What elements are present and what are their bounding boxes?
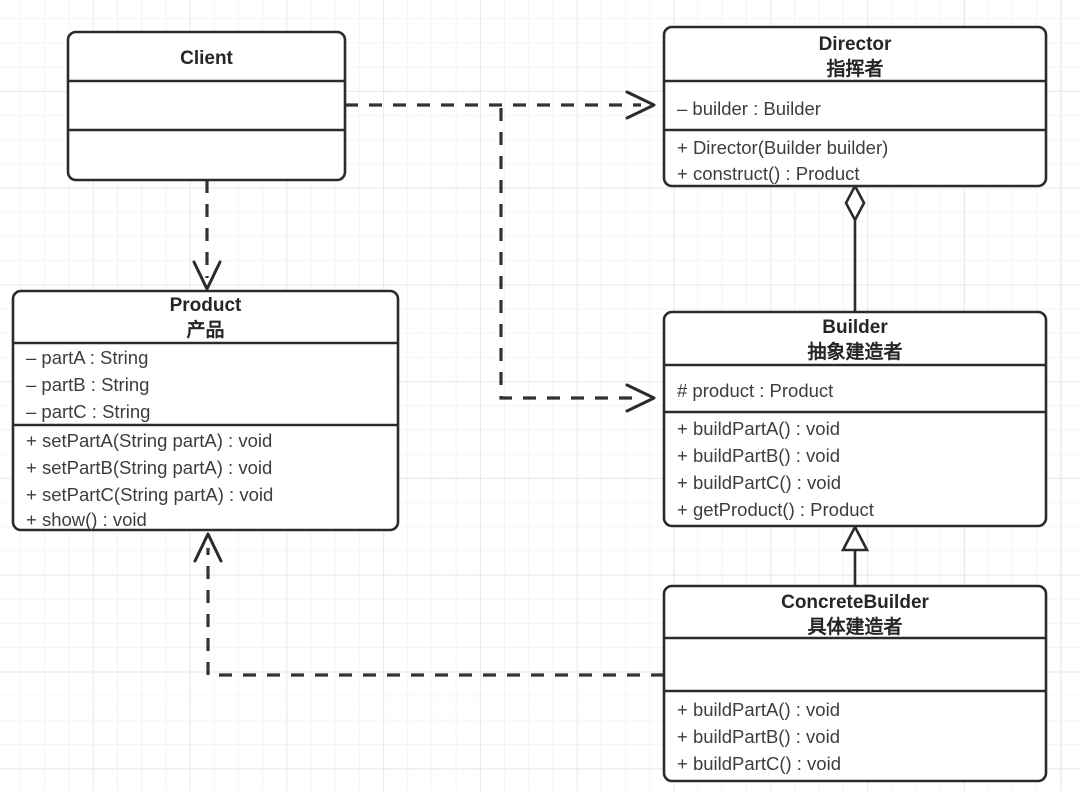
director-attribute: – builder : Builder — [677, 98, 821, 119]
class-box-client[interactable]: Client — [66, 30, 347, 182]
client-box-outline — [66, 30, 347, 182]
concretebuilder-operation: + buildPartA() : void — [677, 699, 840, 720]
concretebuilder-operation: + buildPartC() : void — [677, 753, 841, 774]
product-class-name: Product — [170, 295, 242, 316]
director-class-subtitle: 指挥者 — [826, 58, 883, 80]
director-box-outline — [662, 25, 1048, 188]
director-class-name: Director — [819, 34, 892, 55]
connector-layer — [192, 90, 870, 677]
builder-class-name: Builder — [822, 317, 888, 338]
product-operation: + show() : void — [26, 509, 147, 530]
class-box-builder[interactable]: Builder 抽象建造者 # product : Product + buil… — [662, 310, 1048, 528]
builder-operation: + getProduct() : Product — [677, 499, 874, 520]
connector-concretebuilder-to-product[interactable] — [193, 532, 664, 677]
concretebuilder-class-subtitle: 具体建造者 — [807, 615, 902, 638]
builder-operation: + buildPartA() : void — [677, 418, 840, 439]
builder-class-subtitle: 抽象建造者 — [807, 340, 902, 363]
product-operation: + setPartB(String partA) : void — [26, 457, 272, 478]
concretebuilder-class-name: ConcreteBuilder — [781, 592, 929, 613]
connector-director-to-builder[interactable] — [844, 183, 866, 312]
class-box-director[interactable]: Director 指挥者 – builder : Builder + Direc… — [662, 25, 1048, 188]
connector-concretebuilder-to-builder[interactable] — [840, 524, 870, 586]
product-attribute: – partA : String — [26, 347, 148, 368]
connector-client-to-director[interactable] — [345, 90, 656, 120]
concretebuilder-operation: + buildPartB() : void — [677, 726, 840, 747]
class-box-concretebuilder[interactable]: ConcreteBuilder 具体建造者 + buildPartA() : v… — [662, 584, 1048, 783]
director-operation: + construct() : Product — [677, 163, 860, 184]
product-attribute: – partB : String — [26, 374, 149, 395]
product-operation: + setPartC(String partA) : void — [26, 484, 273, 505]
builder-attribute: # product : Product — [677, 380, 833, 401]
client-class-name: Client — [180, 48, 233, 69]
connector-client-to-product[interactable] — [192, 180, 222, 291]
class-box-product[interactable]: Product 产品 – partA : String – partB : St… — [11, 289, 400, 532]
product-class-subtitle: 产品 — [186, 318, 224, 341]
builder-operation: + buildPartC() : void — [677, 472, 841, 493]
product-box-outline — [11, 289, 400, 532]
builder-operation: + buildPartB() : void — [677, 445, 840, 466]
product-operation: + setPartA(String partA) : void — [26, 430, 272, 451]
connector-client-to-builder[interactable] — [499, 108, 656, 413]
director-operation: + Director(Builder builder) — [677, 137, 888, 158]
product-attribute: – partC : String — [26, 401, 150, 422]
concretebuilder-box-outline — [662, 584, 1048, 783]
